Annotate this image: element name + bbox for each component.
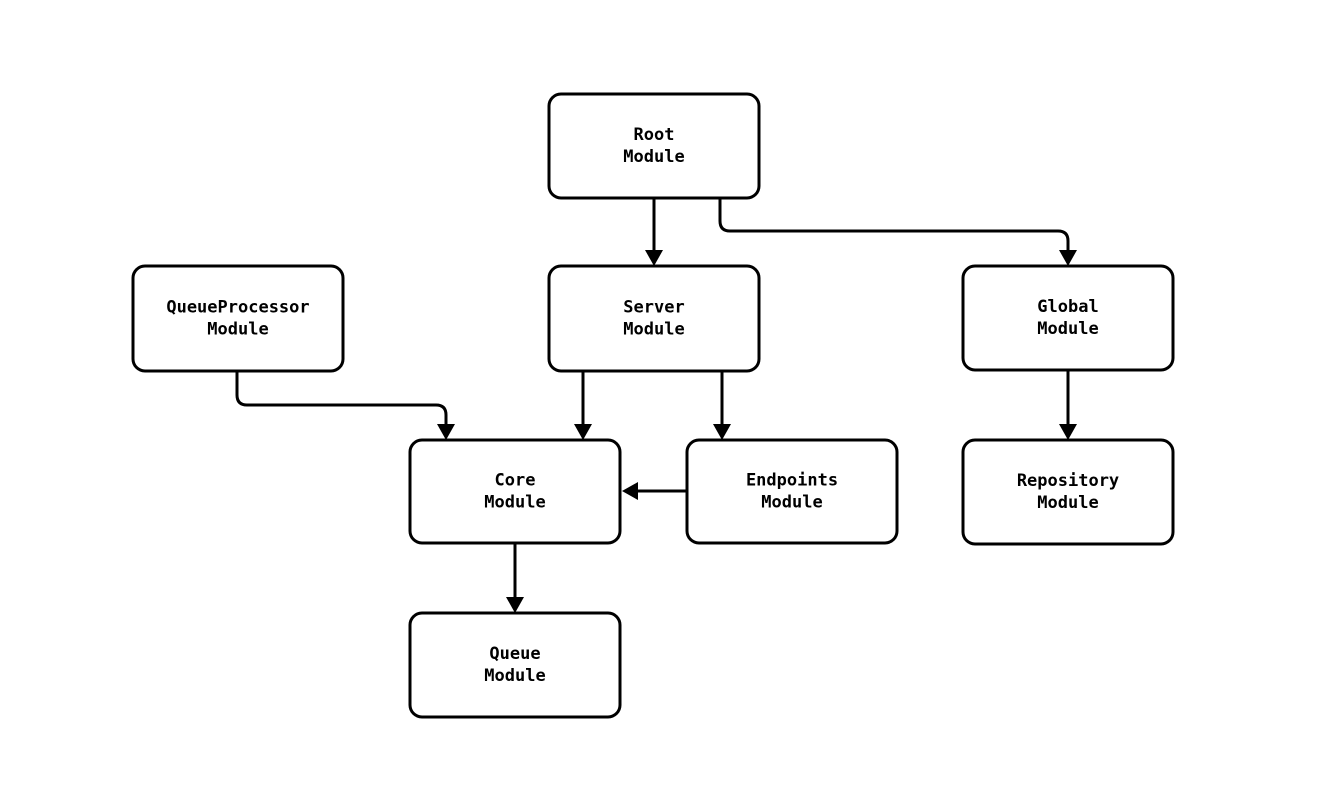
node-label-secondary: Module (761, 493, 822, 513)
node-box[interactable] (961, 264, 1175, 372)
arrowhead-icon (713, 424, 731, 440)
arrowhead-icon (1059, 424, 1077, 440)
node-label-primary: Repository (1017, 471, 1119, 491)
arrowhead-icon (645, 250, 663, 266)
edge-line (235, 371, 448, 424)
nodes-layer: RootModuleQueueProcessorModuleServerModu… (131, 92, 1175, 719)
edge-root-to-global (718, 198, 1077, 266)
edge-line (718, 198, 1070, 250)
node-box[interactable] (408, 611, 622, 719)
edge-server-to-core (574, 371, 592, 440)
node-box[interactable] (131, 264, 345, 373)
node-label-primary: QueueProcessor (166, 298, 309, 318)
node-box[interactable] (961, 438, 1175, 546)
arrowhead-icon (506, 597, 524, 613)
arrowhead-icon (622, 482, 638, 500)
arrowhead-icon (437, 424, 455, 440)
edge-endpoints-to-core (622, 482, 687, 500)
node-label-secondary: Module (623, 147, 684, 167)
arrowhead-icon (1059, 250, 1077, 266)
edges-layer (235, 198, 1077, 613)
node-box[interactable] (547, 92, 761, 200)
edge-server-to-endpoints (713, 371, 731, 440)
edge-root-to-server (645, 198, 663, 266)
node-box[interactable] (547, 264, 761, 373)
node-label-primary: Queue (489, 644, 540, 664)
node-label-secondary: Module (1037, 319, 1098, 339)
node-label-primary: Root (634, 125, 675, 145)
node-label-secondary: Module (623, 320, 684, 340)
edge-global-to-repository (1059, 370, 1077, 440)
node-label-secondary: Module (1037, 493, 1098, 513)
node-box[interactable] (685, 438, 899, 545)
arrowhead-icon (574, 424, 592, 440)
node-label-primary: Server (623, 298, 684, 318)
node-box[interactable] (408, 438, 622, 545)
node-label-secondary: Module (484, 666, 545, 686)
node-label-primary: Global (1037, 297, 1098, 317)
node-label-secondary: Module (484, 493, 545, 513)
node-label-primary: Core (495, 471, 536, 491)
edge-core-to-queue (506, 543, 524, 613)
node-label-secondary: Module (207, 320, 268, 340)
node-label-primary: Endpoints (746, 471, 838, 491)
edge-queueprocessor-to-core (235, 371, 455, 440)
